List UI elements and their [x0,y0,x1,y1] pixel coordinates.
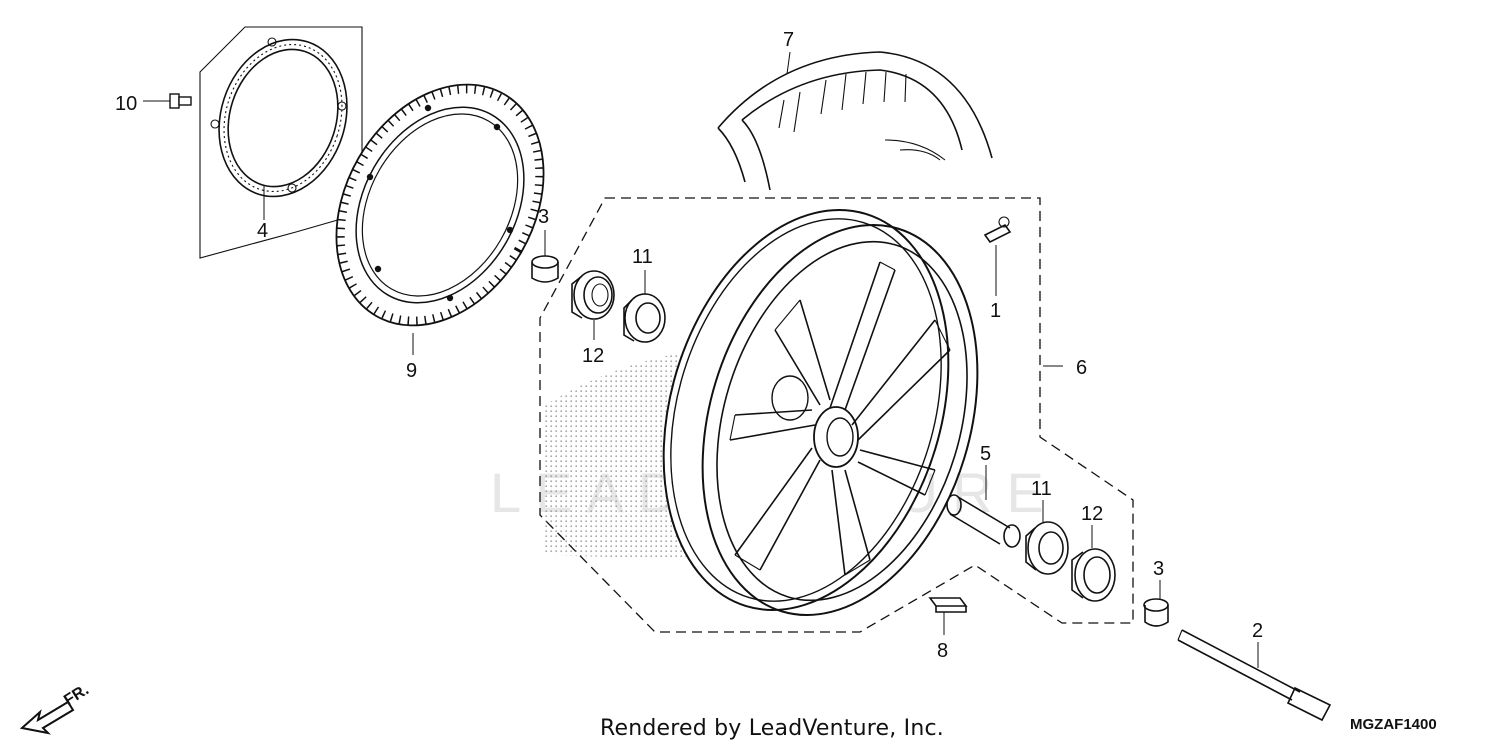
wheel-assembly-outline [539,197,1134,633]
oil-seal-part-top [623,293,666,343]
callout-9: 9 [406,360,417,382]
collar-part-bottom [1143,598,1169,627]
diagram-code: MGZAF1400 [1350,716,1437,733]
callout-3-bottom: 3 [1153,558,1164,580]
bolt-part [169,93,192,109]
bearing-part-bottom [1071,548,1116,602]
callout-11-top: 11 [632,246,653,268]
callout-12-bottom: 12 [1081,503,1103,525]
pulser-ring-group [199,26,363,259]
key-part [928,597,968,613]
arrow-icon [19,700,75,735]
callout-8: 8 [937,640,948,662]
callout-1: 1 [990,300,1001,322]
callout-11-bottom: 11 [1031,478,1052,500]
collar-part-top [531,255,559,283]
distance-collar-part [946,494,1021,548]
callout-7: 7 [783,29,794,51]
wheel [662,209,1012,617]
axle-part [1177,629,1332,722]
render-credit: Rendered by LeadVenture, Inc. [600,716,944,741]
brake-disc [335,83,545,327]
shading-area [545,350,700,560]
callout-5: 5 [980,443,991,465]
callout-10: 10 [115,93,137,115]
oil-seal-part-bottom [1025,521,1069,575]
callout-3-top: 3 [538,206,549,228]
tire [717,51,993,191]
bearing-part-top [571,270,615,320]
callout-6: 6 [1076,357,1087,379]
leader-lines [143,51,1259,668]
callout-2: 2 [1252,620,1263,642]
callout-12-top: 12 [582,345,604,367]
callout-4: 4 [257,220,268,242]
front-direction-indicator: FR. [19,681,92,735]
